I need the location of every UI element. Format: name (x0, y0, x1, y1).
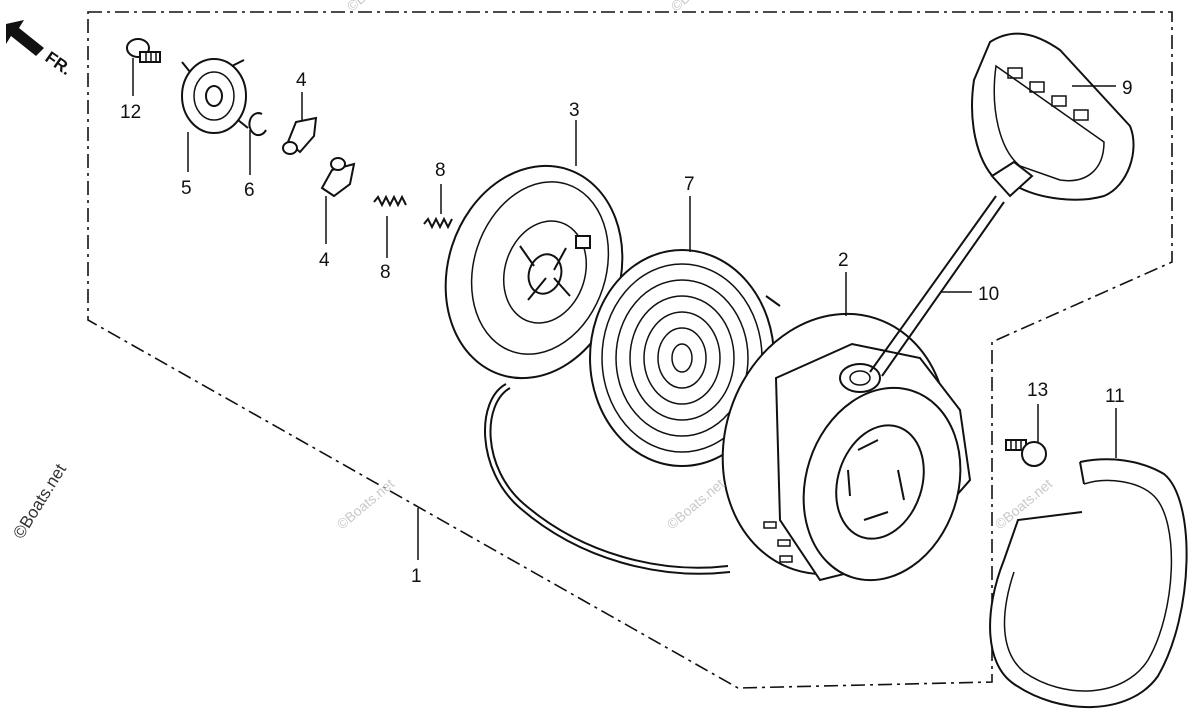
direction-label: FR. (42, 48, 75, 79)
callout-6: 6 (244, 180, 255, 201)
part-4-pawl-upper (282, 116, 318, 155)
watermark-2: ©Boats.net (664, 475, 728, 532)
callout-11: 11 (1105, 386, 1125, 407)
callout-5: 5 (181, 178, 192, 199)
part-13-bolt (1005, 439, 1047, 467)
callout-8-upper: 8 (435, 160, 446, 181)
part-7-recoil-spring (589, 249, 781, 467)
callout-13: 13 (1027, 380, 1048, 401)
part-10-rope (869, 195, 1005, 377)
part-12-bolt (126, 38, 161, 63)
part-8-spring-lower (373, 194, 407, 208)
callout-10: 10 (978, 284, 999, 305)
callout-8-lower: 8 (380, 262, 391, 283)
part-4-pawl-lower (320, 157, 356, 198)
part-9-starter-grip (971, 32, 1135, 201)
part-2-starter-housing (721, 312, 972, 582)
part-8-spring-upper (423, 216, 453, 230)
starter-rope (484, 383, 731, 575)
callout-9: 9 (1122, 78, 1133, 99)
callout-7: 7 (684, 174, 695, 195)
callout-1: 1 (411, 566, 422, 587)
front-direction-arrow-icon (6, 20, 44, 56)
part-11-band (989, 458, 1188, 708)
callout-2: 2 (838, 250, 849, 271)
callout-4-upper: 4 (296, 70, 307, 91)
callout-12: 12 (120, 102, 141, 123)
callout-3: 3 (569, 100, 580, 121)
watermark-1: ©Boats.net (334, 475, 398, 532)
assembly-boundary (87, 11, 1173, 689)
side-watermark: ©Boats.net (9, 460, 70, 542)
callout-4-lower: 4 (319, 250, 330, 271)
part-3-starter-reel (444, 164, 624, 380)
part-6-circlip (248, 112, 267, 137)
part-5-ratchet-plate (181, 58, 249, 134)
